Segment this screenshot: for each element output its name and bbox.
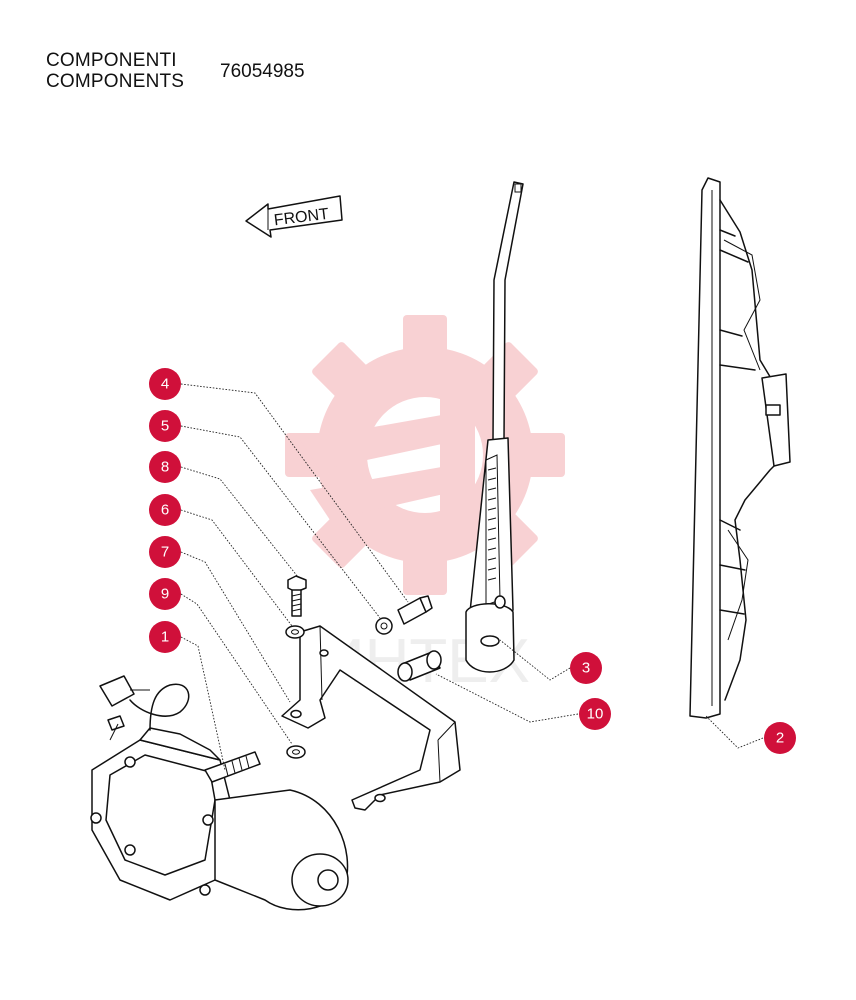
bolt-8 (287, 575, 307, 617)
wiper-blade (689, 177, 791, 719)
front-label: FRONT (273, 206, 330, 230)
washer-5 (375, 617, 393, 635)
callout-2: 2 (764, 722, 796, 754)
watermark-logo (285, 315, 565, 595)
spacer-10 (397, 650, 442, 682)
callout-1-label: 1 (161, 629, 169, 646)
callout-9-label: 9 (161, 586, 169, 603)
wiper-arm (465, 181, 524, 673)
callout-4: 4 (149, 368, 181, 400)
callout-5-label: 5 (161, 418, 169, 435)
washer-6 (285, 625, 305, 639)
callout-9: 9 (149, 578, 181, 610)
wiper-motor (90, 675, 349, 911)
title-italian: COMPONENTI (46, 50, 177, 71)
callout-6: 6 (149, 494, 181, 526)
callout-7: 7 (149, 536, 181, 568)
callout-5: 5 (149, 410, 181, 442)
callout-10: 10 (579, 698, 611, 730)
title-english: COMPONENTS (46, 71, 185, 92)
callout-2-label: 2 (776, 730, 784, 747)
leader-lines (180, 383, 764, 771)
page-header: COMPONENTI COMPONENTS (46, 50, 184, 92)
callout-1: 1 (149, 621, 181, 653)
mounting-bracket (281, 625, 461, 811)
callout-4-label: 4 (161, 376, 169, 393)
front-arrow: FRONT (245, 195, 343, 238)
callout-10-label: 10 (587, 706, 604, 723)
callout-8-label: 8 (161, 459, 169, 476)
part-number: 76054985 (220, 61, 305, 82)
callout-7-label: 7 (161, 544, 169, 561)
callout-8: 8 (149, 451, 181, 483)
nut-9 (286, 745, 306, 759)
callout-6-label: 6 (161, 502, 169, 519)
callout-3-label: 3 (582, 660, 590, 677)
callout-3: 3 (570, 652, 602, 684)
bolt-4 (397, 595, 433, 625)
